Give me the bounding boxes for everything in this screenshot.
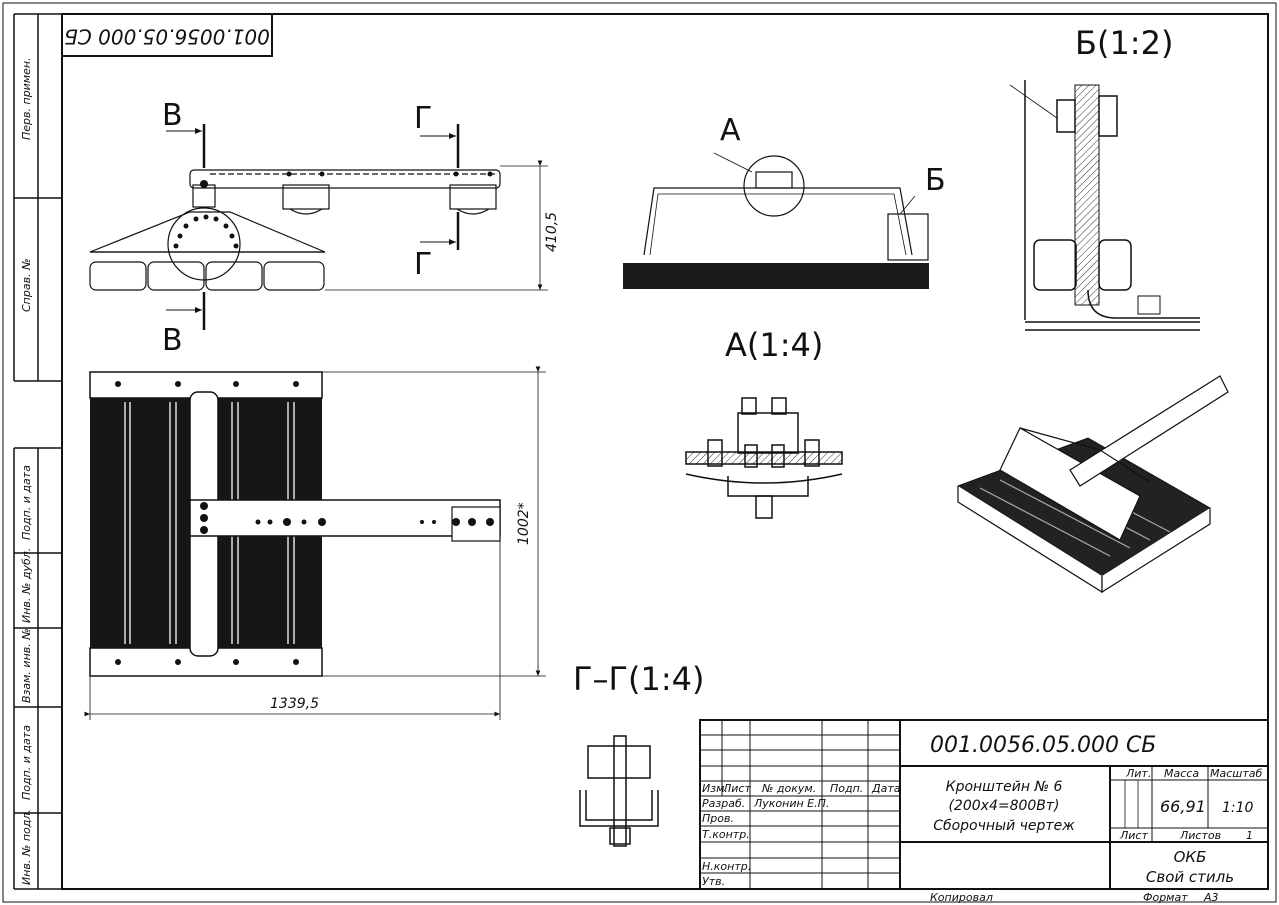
section-gg [579,735,659,847]
tb-row-nkontr: Н.контр. [702,860,751,873]
tb-row-tkontr: Т.контр. [702,828,750,841]
tb-row-prov: Пров. [702,812,734,825]
title-detail-b: Б(1:2) [1075,24,1173,62]
rotated-drawing-number: 001.0056.05.000 СБ [64,25,270,49]
marker-v-top: В [162,98,183,133]
tb-title-line2: (200х4=800Вт) [948,798,1059,814]
footer-format-label: Формат [1143,891,1188,904]
tb-list-label: Лист [1119,829,1148,842]
dim-width: 1339,5 [270,696,319,712]
dim-height: 410,5 [544,212,560,252]
front-view-dots [173,171,493,249]
left-strip [13,13,62,890]
tb-title-line3: Сборочный чертеж [933,818,1075,834]
tb-razrab-name: Луконин Е.П. [753,797,829,810]
tb-title-line1: Кронштейн № 6 [946,779,1063,795]
rotated-number-box: 001.0056.05.000 СБ [61,13,273,57]
title-block [699,719,1269,890]
footer-format-value: А3 [1203,891,1219,904]
strip-perv-primen: Перв. примен. [20,57,33,140]
tb-col-list: Лист [722,782,751,795]
tb-org-line1: ОКБ [1174,848,1207,866]
tb-row-razrab: Разраб. [702,797,745,810]
marker-g-top: Г [414,101,432,136]
tb-col-izm: Изм. [702,782,728,795]
front-view [89,124,548,330]
detail-a [685,397,843,519]
isometric-view [956,375,1229,594]
tb-org-line2: Свой стиль [1146,868,1234,886]
plan-view [84,366,546,720]
strip-inv-dubl: Инв. № дубл. [20,548,33,623]
tb-masshtab-value: 1:10 [1222,800,1254,816]
tb-massa-value: 66,91 [1160,797,1206,816]
detail-b [1009,80,1200,331]
tb-row-utv: Утв. [702,875,725,888]
marker-v-bottom: В [162,323,183,358]
tb-massa-label: Масса [1164,767,1199,780]
tb-listov-value: 1 [1246,829,1253,842]
title-detail-a: А(1:4) [725,326,823,364]
tb-col-data: Дата [871,782,901,795]
strip-podp-data-2: Подп. и дата [20,725,33,800]
tb-col-doc: № докум. [761,782,816,795]
side-view [643,152,929,261]
tb-drawing-number: 001.0056.05.000 СБ [930,733,1156,758]
tb-masshtab-label: Масштаб [1210,767,1262,780]
footer-kopiroval: Копировал [930,891,993,904]
title-section-gg: Г–Г(1:4) [573,660,705,698]
dim-length: 1002* [516,502,532,545]
side-view-base [623,263,929,289]
tb-listov-label: Листов [1179,829,1221,842]
strip-inv-podl: Инв. № подл. [20,809,33,885]
strip-vzam-inv: Взам. инв. № [20,628,33,703]
strip-podp-data-1: Подп. и дата [20,465,33,540]
tb-lit-label: Лит. [1125,767,1151,780]
tb-col-podp: Подп. [830,782,863,795]
marker-b: Б [925,163,946,198]
strip-sprav-no: Справ. № [20,258,33,312]
marker-g-bottom: Г [414,247,432,282]
marker-a: А [720,113,741,148]
